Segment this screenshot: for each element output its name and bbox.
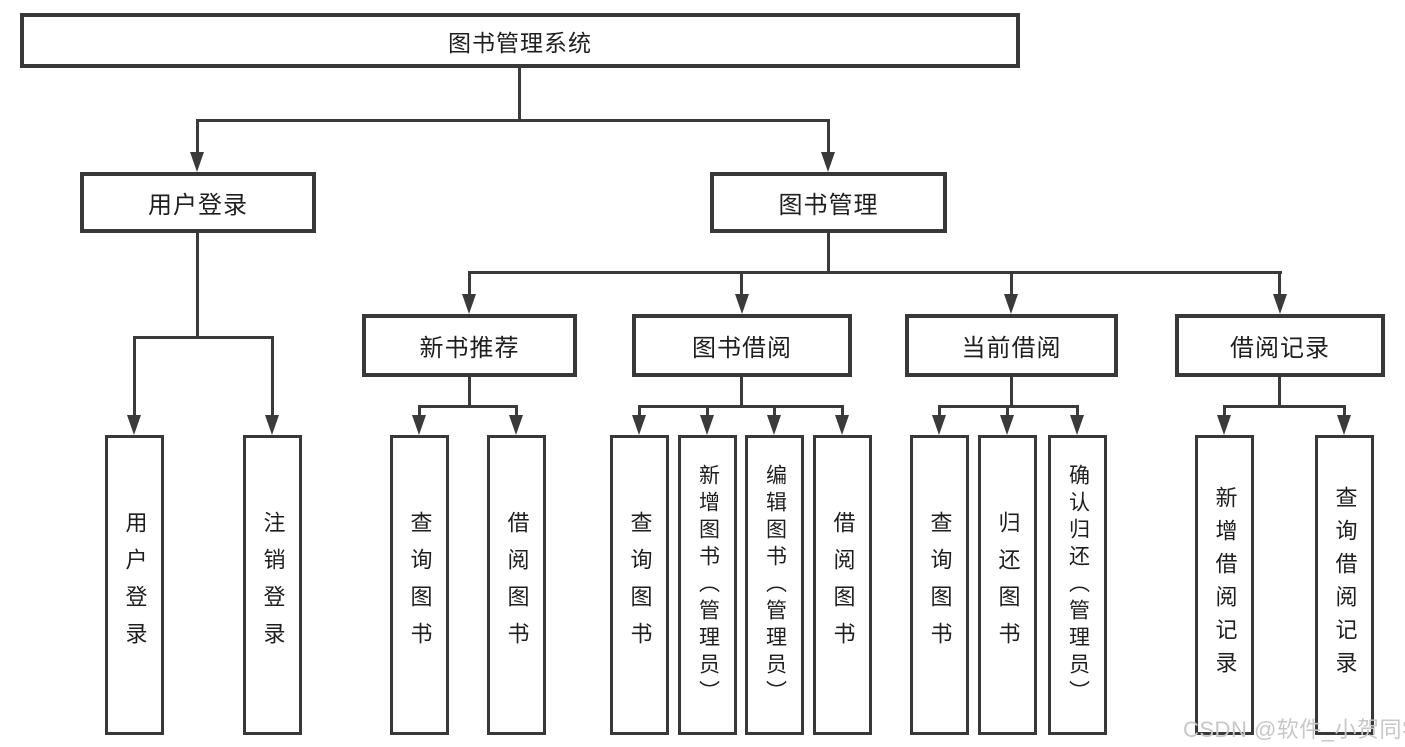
connector-current-borrow-drop-2	[1006, 405, 1009, 418]
connector-new-book-drop-1	[418, 405, 421, 418]
connector-user-login-bus	[133, 336, 274, 339]
leaf-query-books-current: 查询图书	[910, 435, 969, 735]
connector-current-borrow-drop-3	[1076, 405, 1079, 418]
connector-book-mgmt-drop-1	[468, 271, 471, 296]
connector-book-mgmt-drop-4	[1278, 271, 1281, 296]
leaf-add-borrow-record-label: 新增借阅记录	[1212, 486, 1238, 684]
connector-book-mgmt-drop-2	[740, 271, 743, 296]
connector-borrow-record-drop-1	[1223, 405, 1226, 418]
connector-root-drop-right	[827, 119, 830, 154]
node-borrowing-records-label: 借阅记录	[1230, 335, 1330, 362]
arrow-down-icon	[190, 152, 204, 172]
connector-user-login-drop-2	[271, 336, 274, 416]
leaf-borrow-books-borrowing: 借阅图书	[813, 435, 872, 735]
node-current-borrowing: 当前借阅	[905, 314, 1118, 377]
leaf-user-login-label: 用户登录	[122, 511, 148, 659]
connector-book-borrow-stem	[740, 377, 743, 408]
leaf-logout: 注销登录	[243, 435, 302, 735]
node-user-login: 用户登录	[80, 172, 316, 233]
leaf-edit-book-admin-label: 编辑图书（管理员）	[763, 463, 787, 707]
node-new-book-recommendation: 新书推荐	[362, 314, 577, 377]
connector-user-login-stem	[196, 233, 199, 339]
arrow-down-icon	[1070, 415, 1084, 435]
leaf-return-books: 归还图书	[978, 435, 1037, 735]
connector-root-bus	[196, 119, 830, 122]
node-book-borrowing: 图书借阅	[632, 314, 852, 377]
leaf-user-login: 用户登录	[105, 435, 164, 735]
arrow-down-icon	[265, 415, 279, 435]
connector-book-borrow-bus	[638, 405, 844, 408]
connector-new-book-bus	[418, 405, 518, 408]
arrow-down-icon	[821, 152, 835, 172]
arrow-down-icon	[462, 294, 476, 314]
connector-book-mgmt-bus	[468, 271, 1282, 274]
connector-book-borrow-drop-4	[841, 405, 844, 418]
leaf-confirm-return-admin-label: 确认归还（管理员）	[1066, 463, 1090, 707]
arrow-down-icon	[767, 415, 781, 435]
connector-borrow-record-stem	[1278, 377, 1281, 408]
arrow-down-icon	[1337, 415, 1351, 435]
leaf-logout-label: 注销登录	[260, 511, 286, 659]
leaf-edit-book-admin: 编辑图书（管理员）	[745, 435, 804, 735]
arrow-down-icon	[1217, 415, 1231, 435]
connector-user-login-drop-1	[133, 336, 136, 416]
node-book-borrowing-label: 图书借阅	[692, 335, 792, 362]
leaf-query-books-recommend: 查询图书	[390, 435, 449, 735]
leaf-borrow-books-recommend-label: 借阅图书	[504, 511, 530, 659]
leaf-return-books-label: 归还图书	[995, 511, 1021, 659]
leaf-query-books-recommend-label: 查询图书	[407, 511, 433, 659]
arrow-down-icon	[127, 415, 141, 435]
connector-book-borrow-drop-2	[706, 405, 709, 418]
csdn-watermark: CSDN @软件_小贺同学	[1183, 717, 1405, 742]
leaf-borrow-books-borrowing-label: 借阅图书	[830, 511, 856, 659]
connector-root-drop-left	[196, 119, 199, 154]
arrow-down-icon	[700, 415, 714, 435]
arrow-down-icon	[1004, 294, 1018, 314]
connector-book-borrow-drop-3	[773, 405, 776, 418]
connector-new-book-stem	[468, 377, 471, 408]
connector-current-borrow-stem	[1010, 377, 1013, 408]
node-user-login-label: 用户登录	[148, 192, 248, 219]
connector-new-book-drop-2	[515, 405, 518, 418]
connector-book-mgmt-drop-3	[1010, 271, 1013, 296]
connector-book-borrow-drop-1	[638, 405, 641, 418]
connector-borrow-record-drop-2	[1343, 405, 1346, 418]
leaf-query-books-current-label: 查询图书	[927, 511, 953, 659]
arrow-down-icon	[932, 415, 946, 435]
node-book-management: 图书管理	[710, 172, 947, 233]
node-borrowing-records: 借阅记录	[1175, 314, 1385, 377]
arrow-down-icon	[835, 415, 849, 435]
node-new-book-recommendation-label: 新书推荐	[419, 335, 520, 362]
leaf-query-books-borrowing-label: 查询图书	[627, 511, 653, 659]
leaf-borrow-books-recommend: 借阅图书	[487, 435, 546, 735]
leaf-add-borrow-record: 新增借阅记录	[1195, 435, 1254, 735]
arrow-down-icon	[412, 415, 426, 435]
connector-root-stem	[518, 68, 521, 122]
arrow-down-icon	[1273, 294, 1287, 314]
node-current-borrowing-label: 当前借阅	[961, 335, 1062, 362]
leaf-query-borrow-record-label: 查询借阅记录	[1332, 486, 1358, 684]
node-root: 图书管理系统	[20, 13, 1020, 68]
leaf-add-book-admin: 新增图书（管理员）	[678, 435, 737, 735]
node-root-label: 图书管理系统	[448, 29, 592, 56]
leaf-add-book-admin-label: 新增图书（管理员）	[696, 463, 720, 707]
connector-borrow-record-bus	[1223, 405, 1346, 408]
node-book-management-label: 图书管理	[778, 192, 879, 219]
arrow-down-icon	[509, 415, 523, 435]
leaf-query-borrow-record: 查询借阅记录	[1315, 435, 1374, 735]
leaf-query-books-borrowing: 查询图书	[610, 435, 669, 735]
leaf-confirm-return-admin: 确认归还（管理员）	[1048, 435, 1107, 735]
connector-current-borrow-drop-1	[938, 405, 941, 418]
arrow-down-icon	[1000, 415, 1014, 435]
arrow-down-icon	[632, 415, 646, 435]
arrow-down-icon	[735, 294, 749, 314]
connector-book-mgmt-stem	[827, 233, 830, 274]
